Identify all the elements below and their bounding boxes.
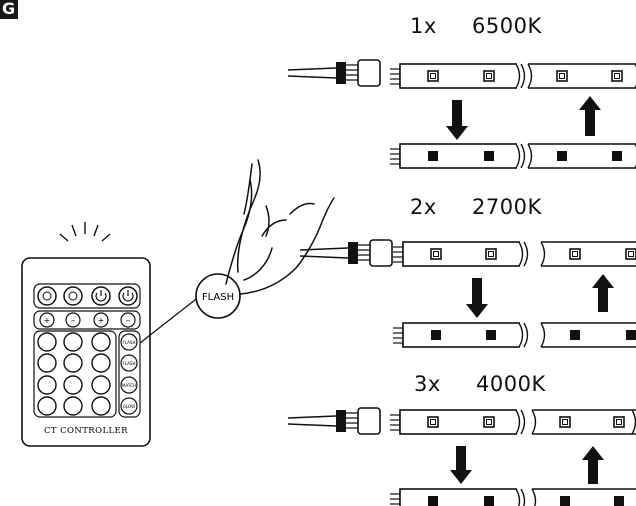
color-temperature: 4000K	[476, 372, 546, 396]
setting-label-1: 1x 6500K	[410, 14, 542, 38]
arrow-up-icon	[582, 446, 604, 484]
led-on	[486, 330, 496, 340]
led-strip-segment	[399, 408, 526, 436]
led-strip-segment	[540, 241, 636, 267]
strip-group-2700k	[299, 239, 636, 349]
led-on	[570, 330, 580, 340]
strip-pins	[389, 145, 401, 168]
led-strip-segment	[399, 142, 526, 170]
callout-leader	[139, 295, 201, 344]
led-off	[611, 70, 623, 82]
remote-button	[37, 286, 57, 306]
remote-controller: + – + – FLASH FLASH MATCH GLOW CT CONTRO…	[21, 222, 151, 447]
led-on	[626, 330, 636, 340]
led-off	[559, 416, 571, 428]
led-strip-segment	[540, 322, 636, 348]
setting-label-3: 3x 4000K	[414, 372, 546, 396]
led-on	[484, 151, 494, 161]
led-off	[625, 248, 636, 260]
remote-label: CT CONTROLLER	[44, 426, 128, 436]
arrow-down-icon	[446, 100, 468, 140]
led-off	[427, 416, 439, 428]
strip-pins	[389, 411, 401, 434]
press-count: 1x	[410, 14, 437, 38]
led-strip-segment	[399, 62, 526, 90]
color-temperature: 6500K	[472, 14, 542, 38]
color-temperature: 2700K	[472, 195, 542, 219]
power-icon	[91, 286, 111, 306]
minus-label: –	[71, 316, 75, 325]
strip-group-4000k	[287, 407, 636, 506]
arrow-up-icon	[579, 96, 601, 136]
led-off	[556, 70, 568, 82]
power-connector	[287, 407, 381, 435]
led-on	[428, 496, 438, 506]
led-off	[569, 248, 581, 260]
led-off	[427, 70, 439, 82]
plus-label: +	[44, 316, 51, 325]
arrow-up-icon	[592, 274, 614, 312]
arrow-down-icon	[466, 278, 488, 318]
press-count: 2x	[410, 195, 437, 219]
figure-letter-badge: G	[0, 0, 18, 19]
flash-callout	[195, 273, 241, 319]
flash-callout-label: FLASH	[202, 292, 234, 303]
led-on	[484, 496, 494, 506]
led-strip-segment	[399, 487, 526, 506]
mode-key-label: FLASH	[123, 340, 136, 345]
led-strip-segment	[402, 321, 529, 349]
strip-pins	[389, 490, 401, 506]
mode-key-label: MATCH	[122, 383, 136, 388]
power-icon	[118, 286, 138, 306]
strip-pins	[392, 324, 404, 347]
mode-key-label: GLOW	[123, 404, 135, 409]
led-on	[431, 330, 441, 340]
led-off	[613, 416, 625, 428]
strip-group-6500k	[287, 59, 636, 170]
press-count: 3x	[414, 372, 441, 396]
strip-pins	[389, 65, 401, 88]
led-on	[428, 151, 438, 161]
setting-label-2: 2x 2700K	[410, 195, 542, 219]
plus-label: +	[98, 316, 105, 325]
led-on	[612, 151, 622, 161]
minus-label: –	[126, 316, 130, 325]
led-on	[560, 496, 570, 506]
led-off	[483, 70, 495, 82]
arrow-down-icon	[450, 446, 472, 484]
power-connector	[299, 239, 393, 267]
power-connector	[287, 59, 381, 87]
led-off	[483, 416, 495, 428]
led-off	[485, 248, 497, 260]
remote-button	[63, 286, 83, 306]
signal-burst-icon	[59, 222, 111, 242]
led-on	[557, 151, 567, 161]
mode-key-label: FLASH	[123, 361, 136, 366]
keypad	[37, 332, 111, 416]
hand-icon	[225, 159, 335, 295]
led-strip-segment	[402, 240, 529, 268]
strip-pins	[392, 243, 404, 266]
figure-letter: G	[2, 0, 16, 18]
led-off	[430, 248, 442, 260]
led-on	[614, 496, 624, 506]
